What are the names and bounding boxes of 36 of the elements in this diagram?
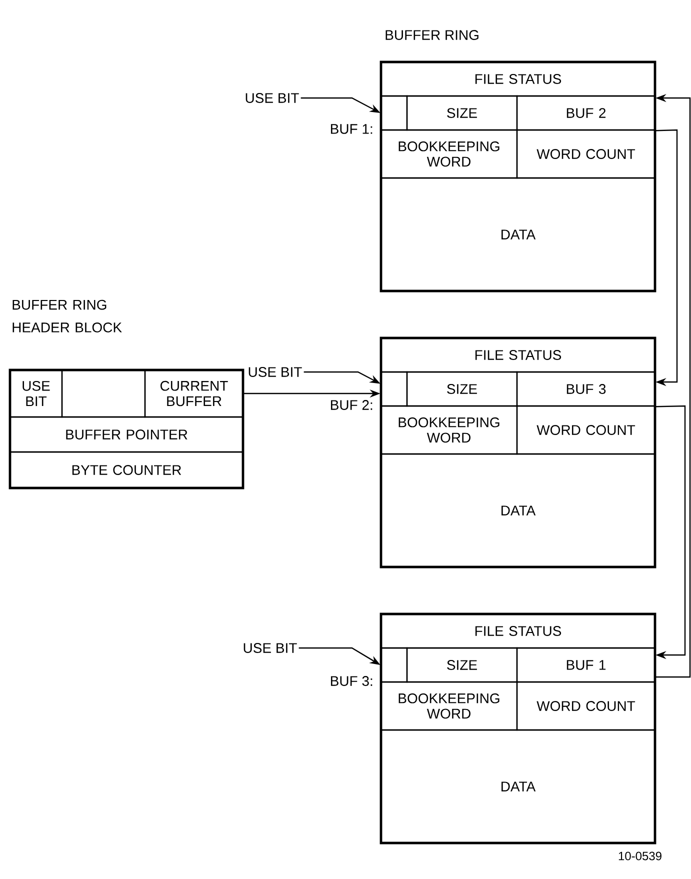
- record-field: WORD COUNT: [516, 129, 656, 179]
- record-field: FILE STATUS: [380, 61, 656, 97]
- empty-field: [380, 647, 408, 683]
- record-field: SIZE: [406, 647, 518, 683]
- record-field: FILE STATUS: [380, 613, 656, 649]
- record-field: DATA: [380, 729, 656, 844]
- arrow: [656, 405, 686, 660]
- buffer-label: BUF 1:: [330, 124, 372, 134]
- record-field: BYTE COUNTER: [9, 451, 244, 489]
- record-field: DATA: [380, 177, 656, 292]
- record-field: SIZE: [406, 371, 518, 407]
- record-field: USE BIT: [9, 369, 63, 418]
- callout-label: USE BIT: [246, 93, 299, 103]
- record-field: BOOKKEEPING WORD: [380, 129, 518, 179]
- record-field: BOOKKEEPING WORD: [380, 681, 518, 731]
- buffer-label: BUF 3:: [330, 676, 372, 686]
- record-field: WORD COUNT: [516, 681, 656, 731]
- buffer-label: BUF 2:: [330, 400, 372, 410]
- block-heading: BUFFER RING HEADER BLOCK: [12, 300, 122, 332]
- record-field: BOOKKEEPING WORD: [380, 405, 518, 455]
- diagram-title: BUFFER RING: [386, 30, 478, 40]
- empty-field: [61, 369, 146, 418]
- record-field: BUF 3: [516, 371, 656, 407]
- arrow: [656, 129, 678, 386]
- empty-field: [380, 371, 408, 407]
- empty-field: [380, 95, 408, 131]
- record-field: BUFFER POINTER: [9, 416, 244, 453]
- callout-label: USE BIT: [248, 367, 302, 377]
- record-field: SIZE: [406, 95, 518, 131]
- record-field: BUF 2: [516, 95, 656, 131]
- record-field: BUF 1: [516, 647, 656, 683]
- record-field: WORD COUNT: [516, 405, 656, 455]
- record-field: FILE STATUS: [380, 337, 656, 373]
- record-field: DATA: [380, 453, 656, 568]
- callout-label: USE BIT: [244, 643, 297, 653]
- record-field: CURRENT BUFFER: [144, 369, 244, 418]
